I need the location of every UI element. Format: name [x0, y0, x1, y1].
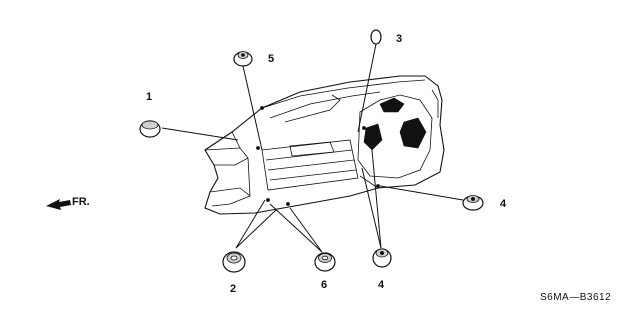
callout-1: 1: [146, 91, 152, 103]
leader-2b: [235, 209, 277, 249]
leader-lines: [161, 43, 464, 253]
dash-top-line: [261, 79, 426, 109]
right-edge: [431, 89, 439, 118]
right-structure: [357, 94, 433, 179]
grommet-5: [233, 51, 253, 67]
grommet-1: [139, 120, 161, 138]
callout-5: 5: [268, 53, 274, 65]
grommet-4b: [372, 248, 392, 268]
hole-5: [376, 184, 380, 188]
callout-6: 6: [321, 279, 327, 291]
car-body: [204, 75, 445, 215]
o-ring-3: [370, 29, 382, 45]
leader-6b: [289, 207, 323, 253]
hole-4: [362, 126, 366, 130]
front-direction-indicator: FR.: [46, 196, 90, 210]
hole-3: [286, 202, 290, 206]
front-arrow-icon: [46, 199, 71, 210]
center-panel: [289, 141, 335, 157]
front-label: FR.: [72, 196, 90, 208]
grommet-4a: [462, 195, 484, 211]
leader-3: [357, 43, 377, 133]
hole-2: [266, 198, 270, 202]
leader-5: [242, 65, 263, 151]
hole-1: [256, 146, 260, 150]
callout-4a: 4: [500, 198, 507, 210]
callout-4b: 4: [378, 279, 385, 291]
leader-4a: [379, 185, 464, 201]
grommet-6: [314, 252, 336, 272]
dash-vent: [284, 94, 341, 123]
hole-6: [260, 106, 264, 110]
crossmembers: [265, 149, 357, 181]
right-strut-dark: [399, 117, 427, 149]
right-bracket-dark: [379, 97, 405, 113]
leader-1: [161, 127, 239, 141]
leader-4b-a: [361, 167, 382, 249]
part-code: S6MA—B3612: [540, 292, 611, 303]
callout-3: 3: [396, 33, 402, 45]
leader-6a: [269, 203, 323, 253]
grommet-2: [222, 251, 246, 273]
right-mount-dark: [363, 123, 383, 151]
leader-2a: [235, 199, 266, 249]
leader-4b-b: [371, 149, 382, 249]
callout-2: 2: [230, 283, 236, 295]
